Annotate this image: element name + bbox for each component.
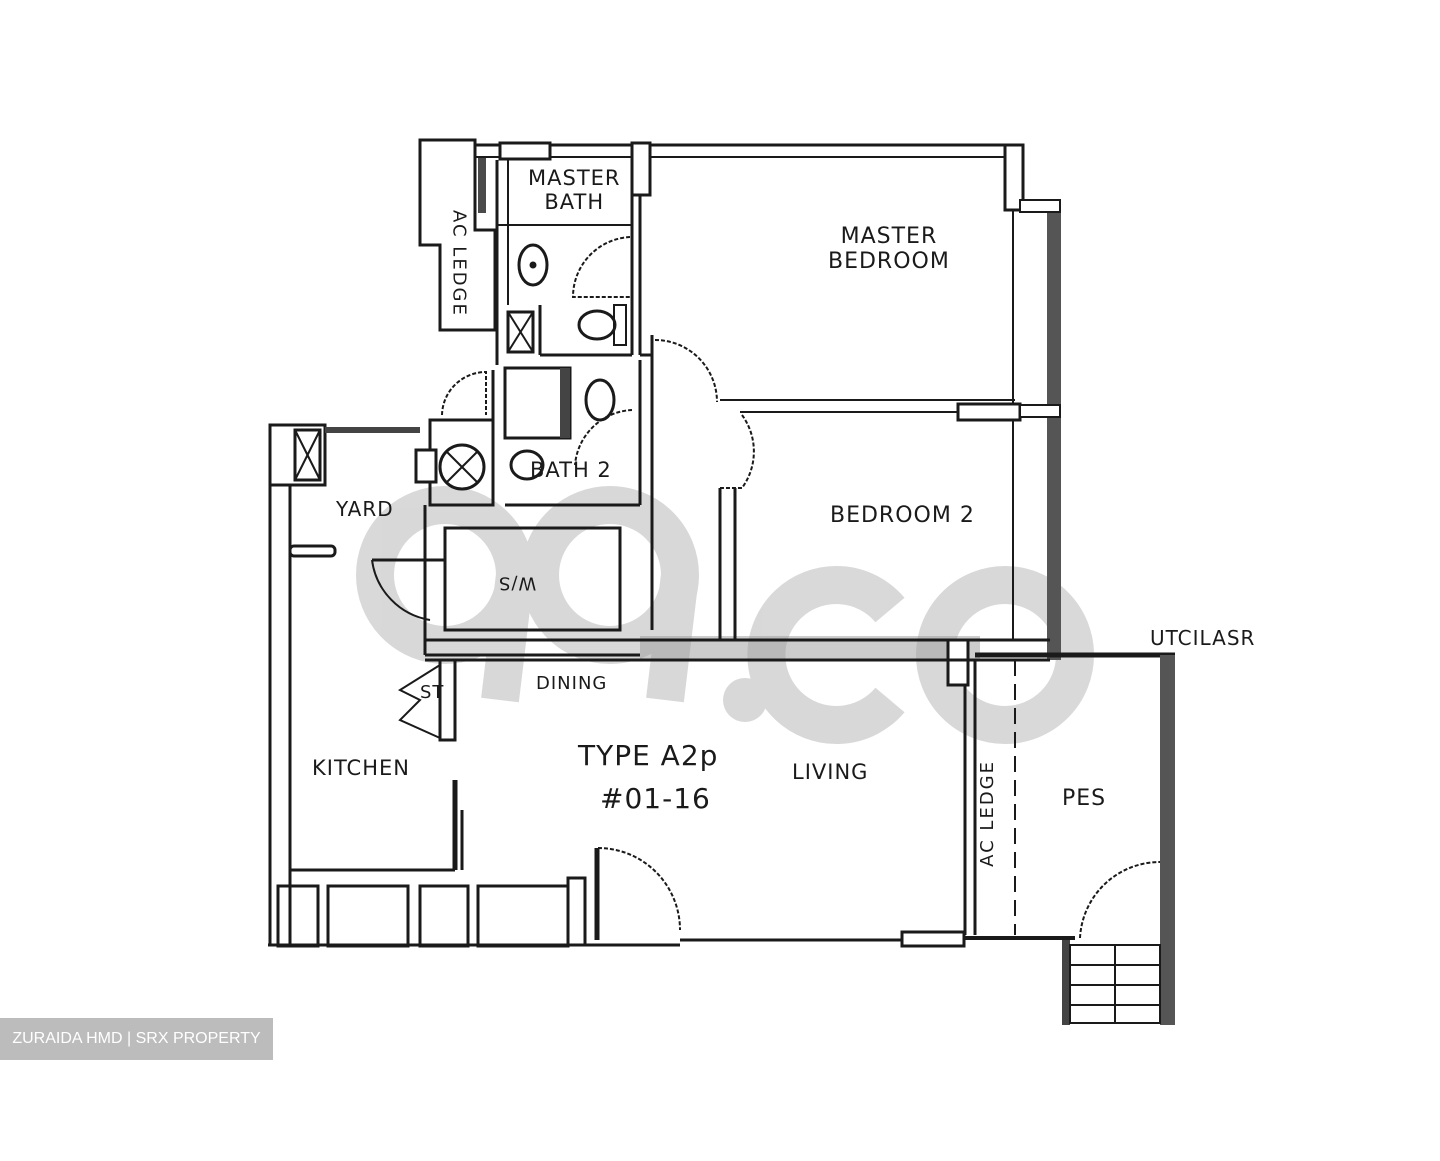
label-planter: UTCILASR <box>1150 626 1256 650</box>
label-ac-ledge-right: AC LEDGE <box>977 760 998 867</box>
label-bath-2: BATH 2 <box>530 458 612 482</box>
label-line: MASTER <box>840 224 938 249</box>
label-pes: PES <box>1062 786 1107 811</box>
label-unit-number: #01-16 <box>600 782 711 815</box>
label-dining: DINING <box>536 673 608 694</box>
label-ws: W/S <box>498 572 537 594</box>
label-ac-ledge-top: AC LEDGE <box>448 210 470 317</box>
label-unit-type: TYPE A2p <box>578 739 719 772</box>
label-yard: YARD <box>336 497 394 521</box>
label-kitchen: KITCHEN <box>312 756 410 780</box>
label-line: MASTER <box>528 166 621 190</box>
watermark-99co <box>356 486 1094 744</box>
label-line: BATH <box>544 190 605 215</box>
label-living: LIVING <box>792 760 869 784</box>
label-line: BEDROOM <box>828 249 950 275</box>
label-store: ST <box>420 682 445 703</box>
photo-credit: ZURAIDA HMD | SRX PROPERTY <box>0 1018 273 1060</box>
label-bedroom-2: BEDROOM 2 <box>830 503 975 528</box>
